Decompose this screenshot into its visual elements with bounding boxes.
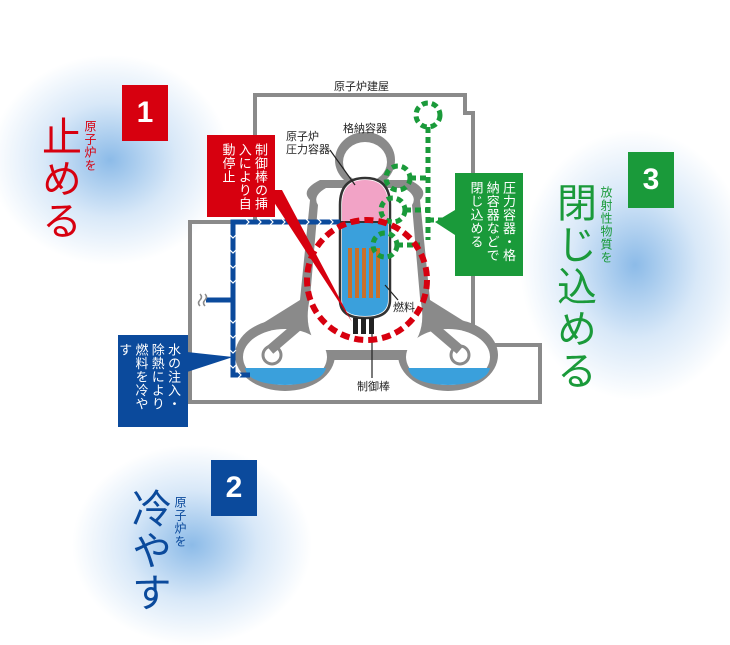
step-1-prefix: 原子炉を <box>83 120 97 172</box>
flow-arrow-icon <box>229 218 334 379</box>
suppression-pool-water-left <box>245 368 326 385</box>
label-pressure-vessel-line1: 原子炉 <box>286 130 319 143</box>
core-boundary-red <box>304 217 430 343</box>
label-fuel: 燃料 <box>393 301 415 314</box>
suppression-pool-water-right <box>408 368 490 385</box>
label-containment-vessel: 格納容器 <box>343 122 387 135</box>
pointer-control-rod <box>266 190 352 322</box>
label-pressure-vessel-line2: 圧力容器 <box>286 143 330 157</box>
control-rods <box>353 318 374 334</box>
callout-cooling: 水の注入・除熱により燃料を冷やす <box>116 335 188 427</box>
step-2-verb: 冷やす <box>125 488 171 614</box>
step-1-verb: 止める <box>35 116 81 242</box>
step-3-verb: 閉じ込める <box>550 182 596 392</box>
pointer-containment <box>435 210 455 235</box>
reactor-building-outline <box>188 93 542 404</box>
label-pressure-vessel: 原子炉 圧力容器 <box>286 130 330 156</box>
steam-wave-icon <box>197 293 208 307</box>
step-2-prefix: 原子炉を <box>173 496 187 548</box>
label-reactor-building: 原子炉建屋 <box>334 80 389 93</box>
step-3-prefix: 放射性物質を <box>599 186 613 264</box>
callout-control-rod: 制御棒の挿入により自動停止 <box>207 135 275 217</box>
callout-cooling-text: 水の注入・除熱により燃料を冷やす <box>116 343 180 411</box>
step-1-badge: 1 <box>122 85 168 141</box>
pointer-cooling <box>187 352 233 372</box>
callout-containment: 圧力容器・格納容器などで閉じ込める <box>455 173 523 276</box>
step-2-badge: 2 <box>211 460 257 516</box>
label-control-rod: 制御棒 <box>357 380 390 393</box>
callout-containment-text: 圧力容器・格納容器などで閉じ込める <box>467 181 516 262</box>
callout-control-rod-text: 制御棒の挿入により自動停止 <box>219 143 268 211</box>
fuel-rods <box>348 248 380 298</box>
step-3-badge: 3 <box>628 152 674 208</box>
